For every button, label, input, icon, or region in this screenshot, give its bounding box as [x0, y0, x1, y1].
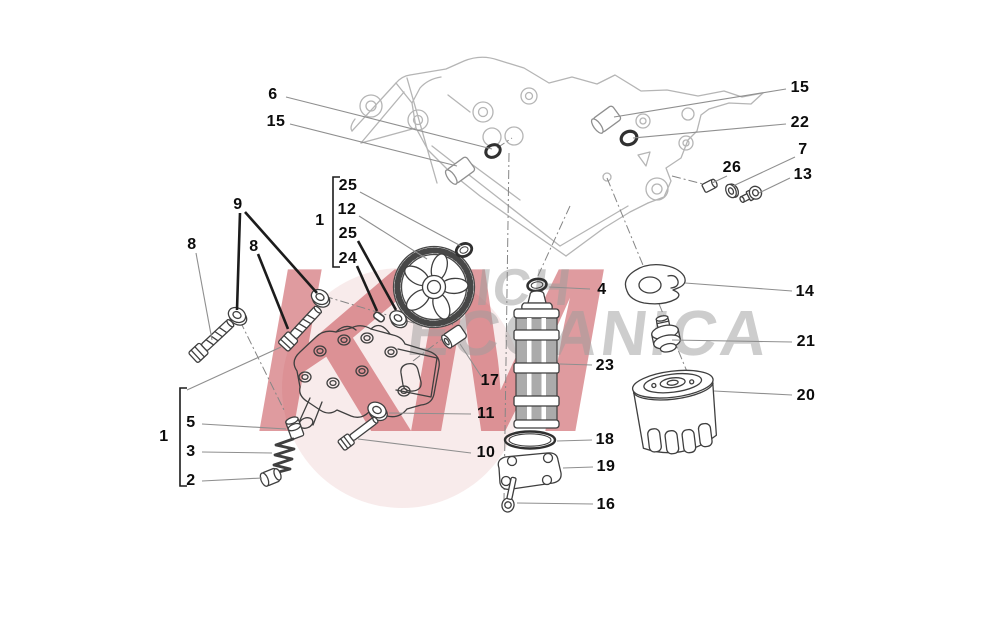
bushing-15-right-art	[590, 105, 622, 134]
leader-line	[359, 191, 462, 247]
leader-line	[758, 177, 791, 194]
leader-line	[358, 215, 428, 260]
relief-valve-plug-art	[259, 467, 282, 487]
oil-filter-20-art	[631, 369, 718, 455]
washer-9a-art	[227, 306, 248, 326]
leader-line	[713, 390, 793, 396]
group-bracket	[179, 387, 187, 487]
leader-line	[357, 438, 472, 454]
retainer-plate-14-art	[624, 264, 686, 305]
leader-line	[632, 123, 787, 139]
leader-line	[559, 363, 593, 366]
union-21-art	[651, 315, 681, 353]
leader-line	[355, 265, 379, 312]
leader-line	[548, 286, 591, 290]
leader-line	[285, 96, 493, 150]
leader-line	[684, 282, 793, 292]
leader-line	[256, 253, 290, 330]
leader-line	[671, 175, 704, 185]
seal-ring-25a-art	[454, 242, 474, 258]
leader-line	[732, 156, 796, 187]
leader-line	[356, 240, 398, 311]
bushing-15-left-art	[444, 156, 476, 185]
leader-line	[235, 212, 242, 311]
leader-line	[671, 339, 793, 343]
leader-line	[711, 175, 728, 184]
leader-line	[186, 346, 282, 391]
leader-line	[201, 423, 287, 430]
leader-line	[613, 88, 787, 118]
leader-line	[459, 343, 482, 377]
leader-line	[536, 205, 571, 279]
leader-line	[556, 439, 593, 442]
strainer-art	[513, 290, 560, 429]
washer-7-art	[725, 183, 740, 199]
screw-13-art	[739, 185, 763, 203]
leader-line	[516, 502, 594, 505]
leader-line	[195, 252, 213, 341]
leader-line	[244, 211, 318, 294]
leader-line	[388, 412, 472, 415]
leader-line	[201, 477, 263, 482]
group-bracket	[332, 176, 340, 268]
leader-line	[562, 466, 594, 469]
o-ring-6-art	[484, 143, 502, 159]
leader-line	[289, 123, 458, 167]
leader-line	[201, 451, 273, 454]
pump-screw-left-art	[188, 319, 235, 363]
